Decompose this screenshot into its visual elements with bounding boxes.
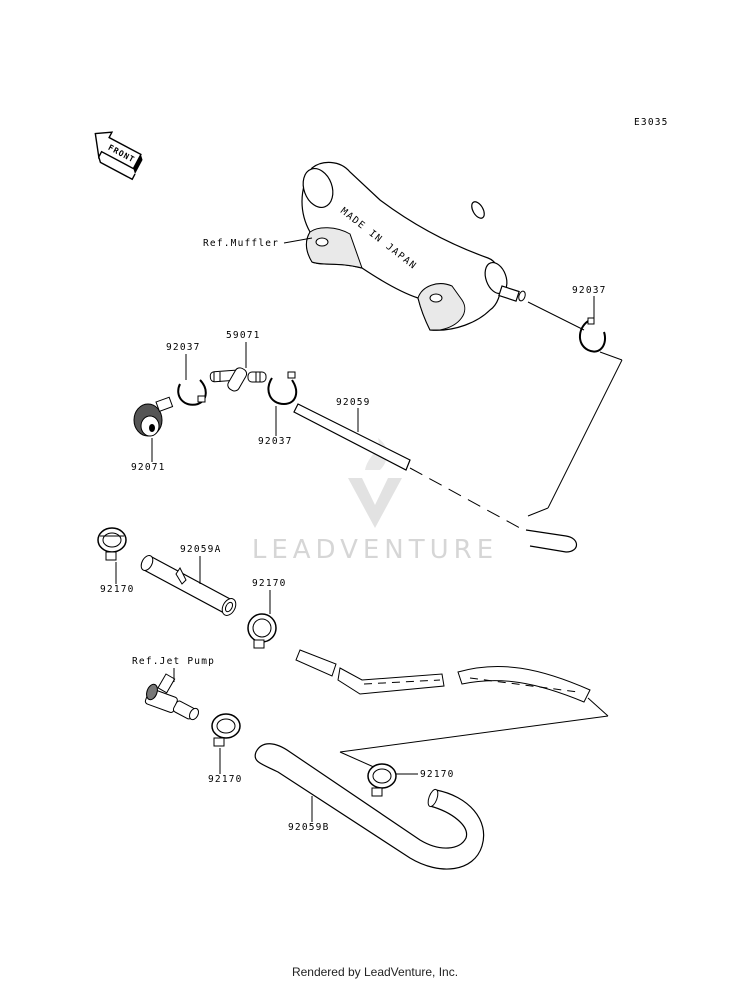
label-ref-muffler: Ref.Muffler bbox=[203, 238, 279, 249]
watermark: LEADVENTURE bbox=[252, 438, 498, 565]
muffler-part: MADE IN JAPAN bbox=[301, 161, 526, 331]
label-92037-left: 92037 bbox=[166, 342, 201, 353]
jet-pump-fitting bbox=[144, 673, 200, 721]
clip-92037-right bbox=[579, 317, 606, 353]
label-92059B: 92059B bbox=[288, 822, 330, 833]
label-92037-right: 92037 bbox=[572, 285, 607, 296]
label-92059A: 92059A bbox=[180, 544, 222, 555]
clip-92037-mid bbox=[267, 371, 298, 406]
hose-92059 bbox=[293, 403, 411, 471]
label-ref-jet-pump: Ref.Jet Pump bbox=[132, 656, 215, 667]
hose-92059A bbox=[140, 555, 237, 616]
fitting-59071 bbox=[209, 367, 267, 392]
label-92170-top: 92170 bbox=[100, 584, 135, 595]
watermark-text: LEADVENTURE bbox=[252, 535, 498, 565]
clamp-92170-low bbox=[211, 713, 241, 747]
clamp-92170-right bbox=[367, 763, 397, 797]
clamp-92170-top bbox=[97, 527, 127, 561]
clip-92037-left bbox=[177, 379, 207, 406]
watermark-logo-icon bbox=[348, 478, 402, 528]
label-92170-low: 92170 bbox=[208, 774, 243, 785]
label-59071: 59071 bbox=[226, 330, 261, 341]
label-92170-mid: 92170 bbox=[252, 578, 287, 589]
hose-92059-segments bbox=[295, 649, 591, 703]
label-92059: 92059 bbox=[336, 397, 371, 408]
diagram-code: E3035 bbox=[634, 117, 669, 128]
label-92071: 92071 bbox=[131, 462, 166, 473]
label-92170-right: 92170 bbox=[420, 769, 455, 780]
clamp-92170-mid bbox=[247, 613, 277, 649]
label-92037-mid: 92037 bbox=[258, 436, 293, 447]
hose-92059B bbox=[254, 743, 485, 870]
footer-credit: Rendered by LeadVenture, Inc. bbox=[292, 965, 458, 979]
front-arrow-icon: FRONT bbox=[94, 131, 143, 181]
cap-92071 bbox=[133, 396, 174, 437]
